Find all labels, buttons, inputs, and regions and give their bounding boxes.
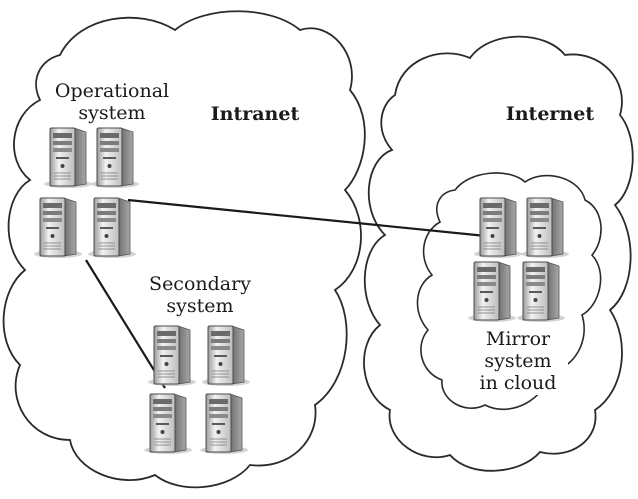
intranet-label: Intranet	[210, 103, 300, 125]
server-icon	[473, 197, 523, 259]
server-icon	[516, 261, 566, 323]
server-icon	[467, 261, 517, 323]
server-icon	[147, 325, 197, 387]
operational-system-label: Operational system	[54, 80, 170, 124]
link-operational-to-mirror	[127, 198, 487, 238]
server-icon	[520, 197, 570, 259]
mirror-system-label: Mirror system in cloud	[468, 328, 568, 395]
server-icon	[90, 127, 140, 189]
server-icon	[143, 393, 193, 455]
server-icon	[201, 325, 251, 387]
internet-label: Internet	[505, 103, 595, 125]
server-icon	[199, 393, 249, 455]
intranet-cloud	[2, 10, 366, 489]
server-icon	[33, 197, 83, 259]
server-icon	[43, 127, 93, 189]
secondary-system-label: Secondary system	[149, 273, 251, 317]
link-operational-to-secondary	[85, 259, 166, 389]
server-icon	[87, 197, 137, 259]
